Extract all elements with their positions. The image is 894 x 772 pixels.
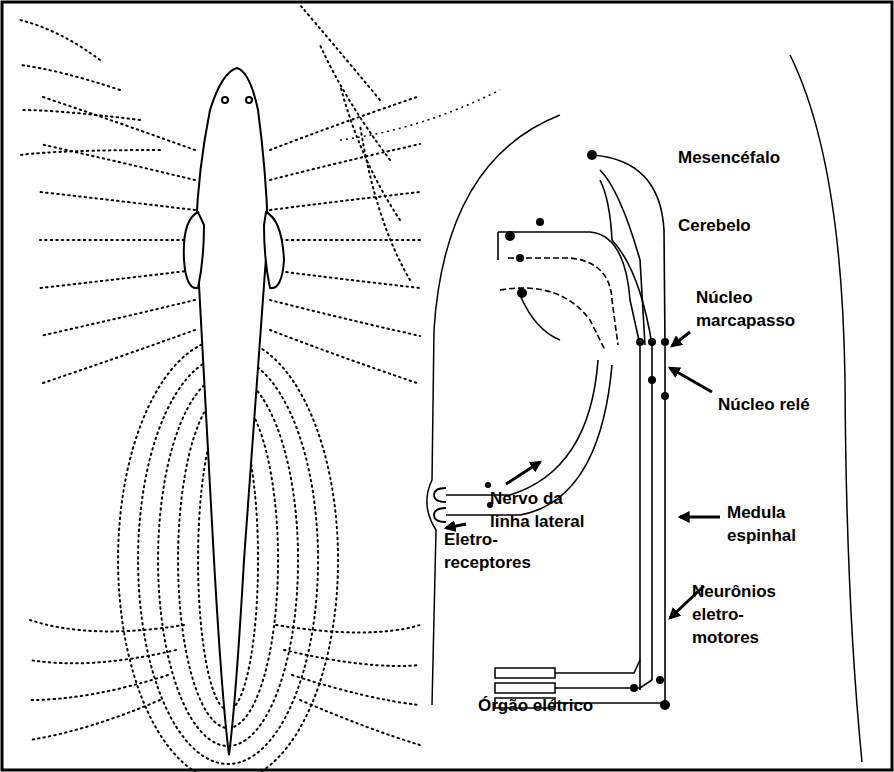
field-line (40, 192, 195, 210)
part-label: Neurônios eletro- motores (692, 580, 790, 649)
part-label: Cerebelo (678, 214, 751, 237)
field-line (30, 620, 184, 631)
neuron-bodies (485, 150, 670, 710)
body-outline (340, 55, 862, 762)
part-label: Eletro- receptores (444, 528, 540, 574)
field-line (20, 20, 100, 60)
fish (184, 68, 284, 755)
field-line (284, 650, 420, 666)
field-line (270, 330, 420, 384)
leader-arrows (446, 332, 720, 618)
field-line (40, 300, 195, 336)
part-label: Nervo da linha lateral (490, 487, 604, 533)
part-label: Núcleo marcapasso (696, 286, 801, 332)
field-line (20, 150, 160, 155)
field-line (40, 144, 195, 180)
electroreceptors (434, 488, 446, 522)
part-label: Órgão elétrico (478, 694, 593, 717)
field-line (292, 675, 420, 705)
field-line (270, 270, 420, 288)
field-line (270, 239, 420, 241)
field-line (360, 125, 410, 280)
neural-circuit (446, 155, 665, 705)
field-line (40, 96, 195, 150)
field-line (340, 85, 400, 220)
part-label: Mesencéfalo (678, 146, 780, 169)
field-line (20, 65, 120, 90)
field-line (40, 239, 195, 241)
field-line (40, 330, 195, 384)
part-label: Núcleo relé (718, 393, 810, 416)
field-line (40, 270, 195, 288)
field-line (30, 700, 160, 740)
field-line (276, 625, 420, 633)
field-line (270, 192, 420, 210)
field-lines (20, 5, 420, 772)
field-line (270, 300, 420, 336)
field-line (270, 144, 420, 180)
field-line (30, 675, 168, 700)
part-label: Medula espinhal (727, 501, 809, 547)
field-line (30, 650, 176, 663)
field-line (320, 45, 390, 160)
field-line (300, 700, 420, 745)
field-line (20, 110, 140, 120)
